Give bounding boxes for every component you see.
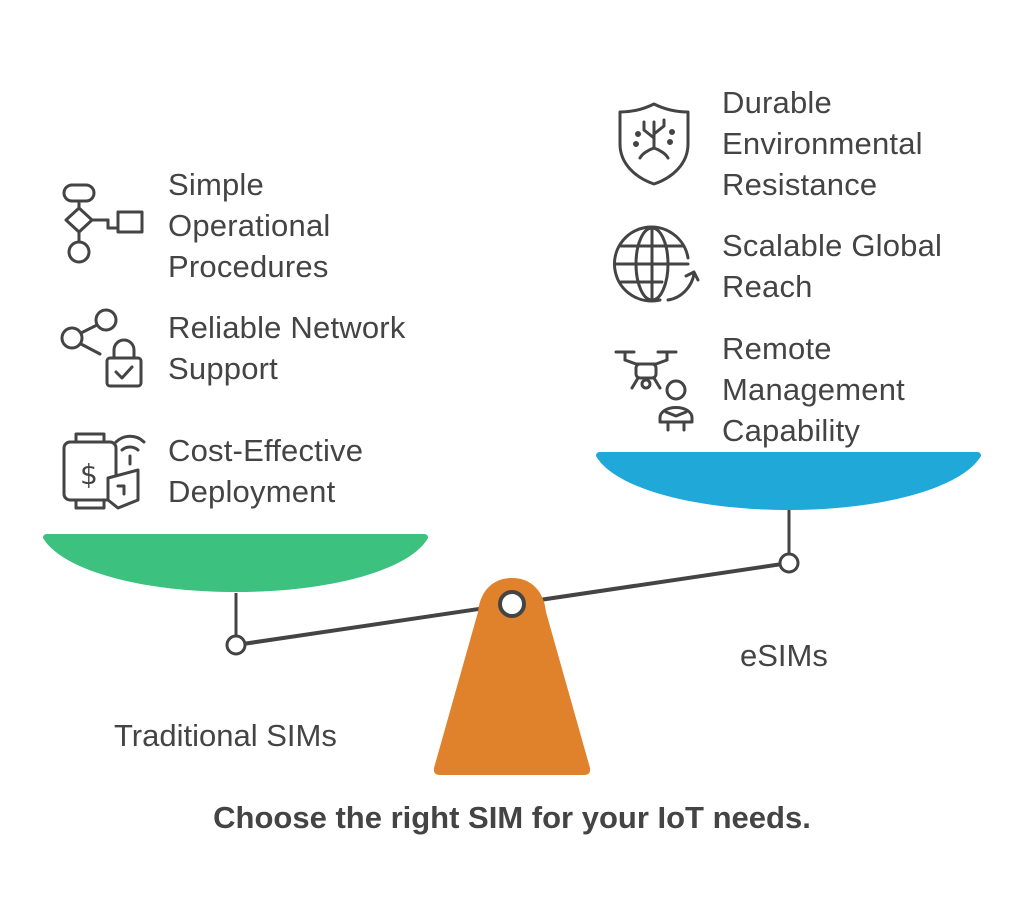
right-pan (596, 452, 981, 510)
right-caption: eSIMs (740, 638, 828, 673)
shield-tree-icon (614, 100, 694, 188)
left-item-1-label: Simple Operational Procedures (168, 167, 331, 284)
left-pivot (225, 634, 247, 656)
left-item-3-label: Cost-Effective Deployment (168, 433, 364, 509)
right-item-2-label: Scalable Global Reach (722, 228, 943, 304)
footer-tagline: Choose the right SIM for your IoT needs. (213, 800, 811, 835)
right-item-3-label: Remote Management Capability (722, 331, 905, 448)
globe-arrow-icon (612, 224, 700, 308)
right-pivot (778, 552, 800, 574)
left-pan (43, 534, 428, 592)
left-item-2-label: Reliable Network Support (168, 310, 406, 386)
drone-operator-icon (612, 346, 702, 432)
svg-text:$: $ (80, 458, 98, 491)
right-item-1-label: Durable Environmental Resistance (722, 85, 923, 202)
payment-device-icon: $ (58, 430, 148, 514)
fulcrum-pivot (498, 590, 526, 618)
flowchart-icon (58, 182, 146, 266)
network-lock-icon (58, 308, 146, 390)
fulcrum (433, 578, 591, 775)
left-caption: Traditional SIMs (114, 718, 337, 753)
